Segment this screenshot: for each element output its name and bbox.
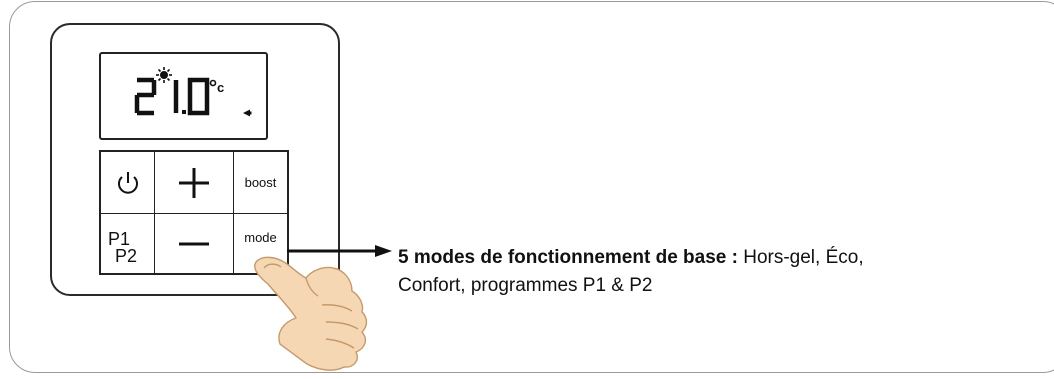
degree-symbol xyxy=(209,79,217,87)
p2-label: P2 xyxy=(115,246,138,266)
digit-2 xyxy=(134,77,157,116)
mode-label: mode xyxy=(244,230,277,245)
boost-label: boost xyxy=(244,175,277,190)
arrow-icon xyxy=(287,245,392,257)
minus-icon xyxy=(179,242,209,245)
hand-icon xyxy=(254,256,368,371)
power-icon xyxy=(117,171,138,194)
lcd-screen xyxy=(99,52,268,140)
caption-line1: Hors-gel, Éco, xyxy=(737,247,864,268)
power-button[interactable] xyxy=(99,150,155,214)
p1-p2-button[interactable]: P1 P2 xyxy=(99,213,155,275)
caption: 5 modes de fonctionnement de base : Hors… xyxy=(398,244,1018,300)
outer-frame xyxy=(9,1,1054,373)
p1-label: P1 xyxy=(108,229,131,249)
unit-label: c xyxy=(217,80,224,95)
caption-line2: Confort, programmes P1 & P2 xyxy=(398,275,653,296)
digit-0 xyxy=(187,77,210,116)
minus-button[interactable] xyxy=(154,213,234,275)
boost-button[interactable]: boost xyxy=(233,150,289,214)
triangle-left-icon xyxy=(243,109,252,117)
plus-icon xyxy=(179,167,209,198)
sun-icon xyxy=(156,67,172,83)
caption-bold: 5 modes de fonctionnement de base : xyxy=(398,247,738,268)
decimal-point xyxy=(182,110,186,114)
